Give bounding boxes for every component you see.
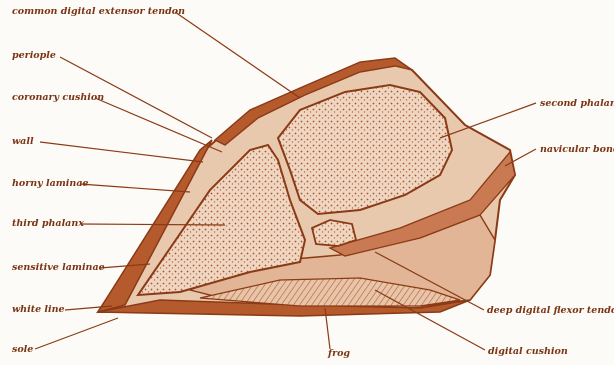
label-coronary-cushion: coronary cushion (12, 92, 104, 103)
label-sensitive-laminae: sensitive laminae (12, 262, 105, 273)
label-horny-laminae: horny laminae (12, 178, 89, 189)
label-frog: frog (327, 348, 350, 359)
label-digital-cushion: digital cushion (488, 346, 568, 357)
label-wall: wall (12, 136, 34, 147)
label-common-digital-extensor-tendon: common digital extensor tendon (12, 6, 185, 17)
label-sole: sole (12, 344, 33, 355)
label-white-line: white line (12, 304, 65, 315)
label-periople: periople (12, 50, 56, 61)
label-deep-digital-flexor-tendon: deep digital flexor tendon (487, 305, 614, 316)
label-third-phalanx: third phalanx (12, 218, 84, 229)
label-navicular-bone: navicular bone (540, 144, 614, 155)
label-second-phalanx: second phalanx (540, 98, 614, 109)
